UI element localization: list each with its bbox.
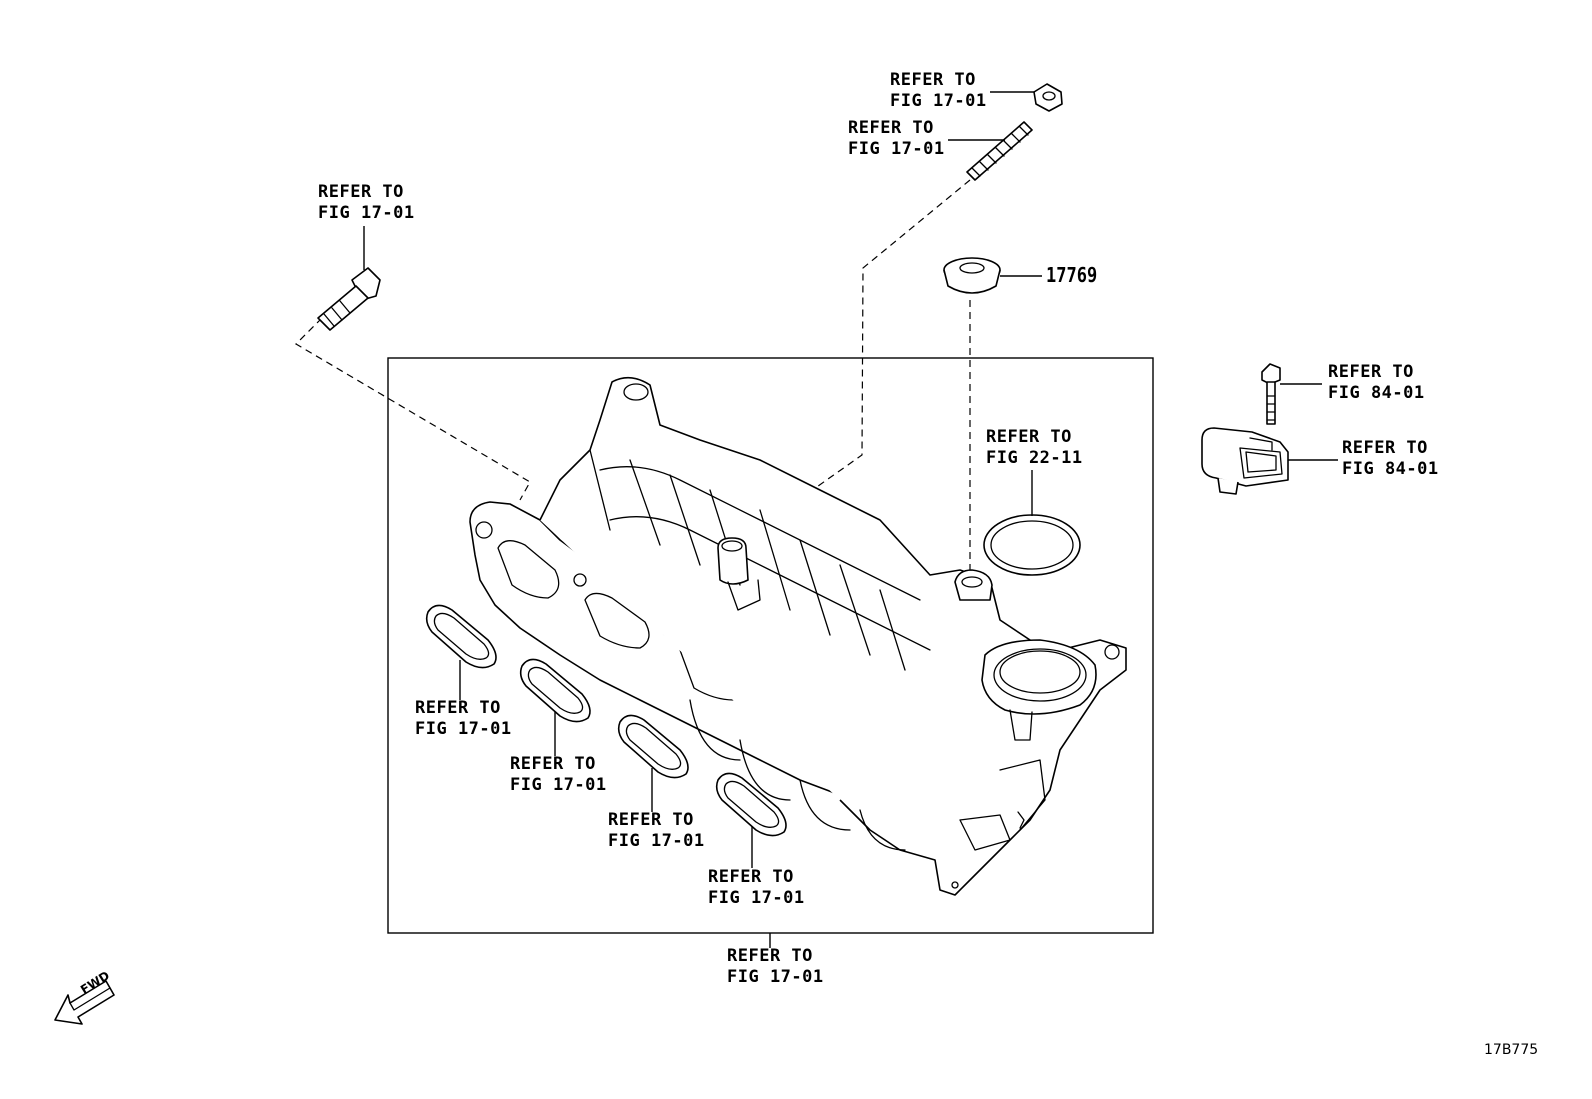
runner-gasket-2-icon [519,658,591,756]
runner-gasket-1-icon [425,604,497,700]
dash-line-stud [769,179,971,521]
diagram-code: 17B775 [1484,1042,1539,1058]
intake-manifold-icon [469,376,1127,896]
dash-line-left-bolt [295,317,531,501]
fwd-arrow-icon [54,980,115,1025]
map-sensor-icon [1201,427,1338,495]
runner-gasket-4-icon [715,772,787,868]
sensor-bolt-icon [1261,363,1322,425]
grommet-icon [943,257,1042,294]
part-number-grommet: 17769 [1046,263,1098,287]
nut-top-icon [990,83,1063,112]
stud-top-icon [948,121,1033,181]
ring-gasket-icon [983,470,1081,576]
bolt-left-icon [317,226,381,331]
runner-gasket-3-icon [617,714,689,812]
